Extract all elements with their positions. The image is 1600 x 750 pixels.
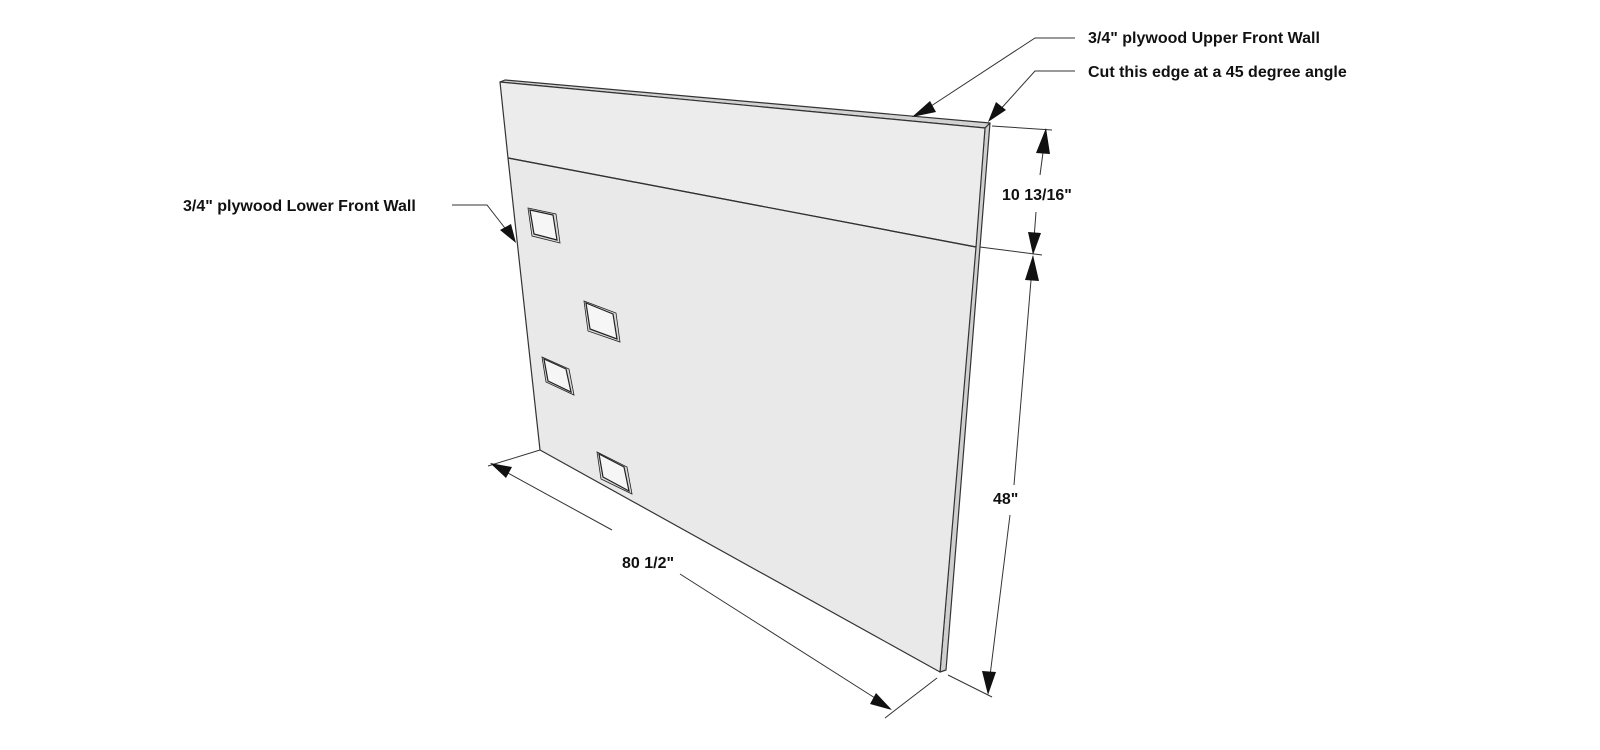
cutout-hole-1 [527,207,561,244]
lower-height-dimension [947,255,1039,698]
width-dimension [487,449,938,719]
upper-wall-leader [912,37,1075,117]
cut-edge-label: Cut this edge at a 45 degree angle [1088,64,1347,81]
cutout-hole-2 [583,300,621,343]
cutout-hole-4 [596,451,633,495]
cutout-hole-3 [541,356,575,396]
lower-wall-leader [452,204,516,243]
panel-seam-line [507,157,977,248]
lower-front-wall-panel [507,157,977,673]
width-dimension-label: 80 1/2" [622,555,674,572]
lower-height-label: 48" [993,491,1018,508]
cut-edge-leader [988,70,1075,122]
upper-height-dimension [979,125,1053,256]
lower-wall-label: 3/4" plywood Lower Front Wall [183,198,416,215]
upper-height-label: 10 13/16" [1002,187,1072,204]
upper-wall-label: 3/4" plywood Upper Front Wall [1088,30,1320,47]
